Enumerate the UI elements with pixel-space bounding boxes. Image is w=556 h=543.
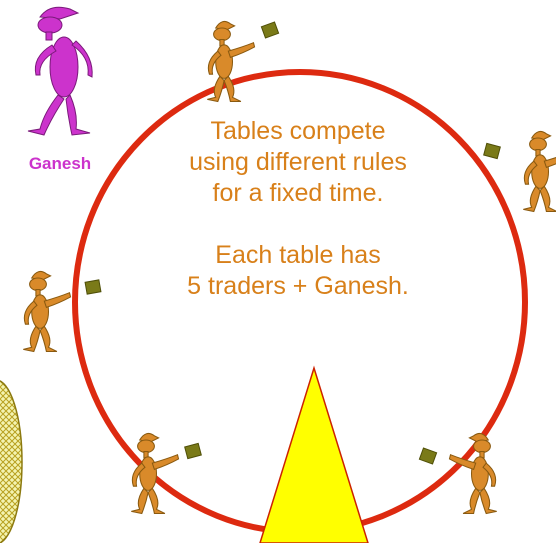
textured-shape — [0, 380, 23, 543]
ganesh-figure — [27, 6, 93, 136]
text-line-6: 5 traders + Ganesh. — [187, 272, 409, 300]
text-line-1: Tables compete — [210, 117, 386, 145]
main-text-block: Tables compete using different rules for… — [138, 116, 458, 302]
text-line-5: Each table has — [215, 241, 381, 269]
text-line-3: for a fixed time. — [212, 179, 384, 207]
trader-bottom-right — [418, 432, 498, 515]
text-line-2: using different rules — [189, 148, 407, 176]
trader-left — [22, 270, 102, 353]
text-line-4 — [138, 209, 458, 240]
center-triangle — [259, 365, 369, 543]
trader-right — [483, 130, 556, 213]
trader-top — [206, 20, 280, 103]
ganesh-label: Ganesh — [28, 154, 92, 173]
